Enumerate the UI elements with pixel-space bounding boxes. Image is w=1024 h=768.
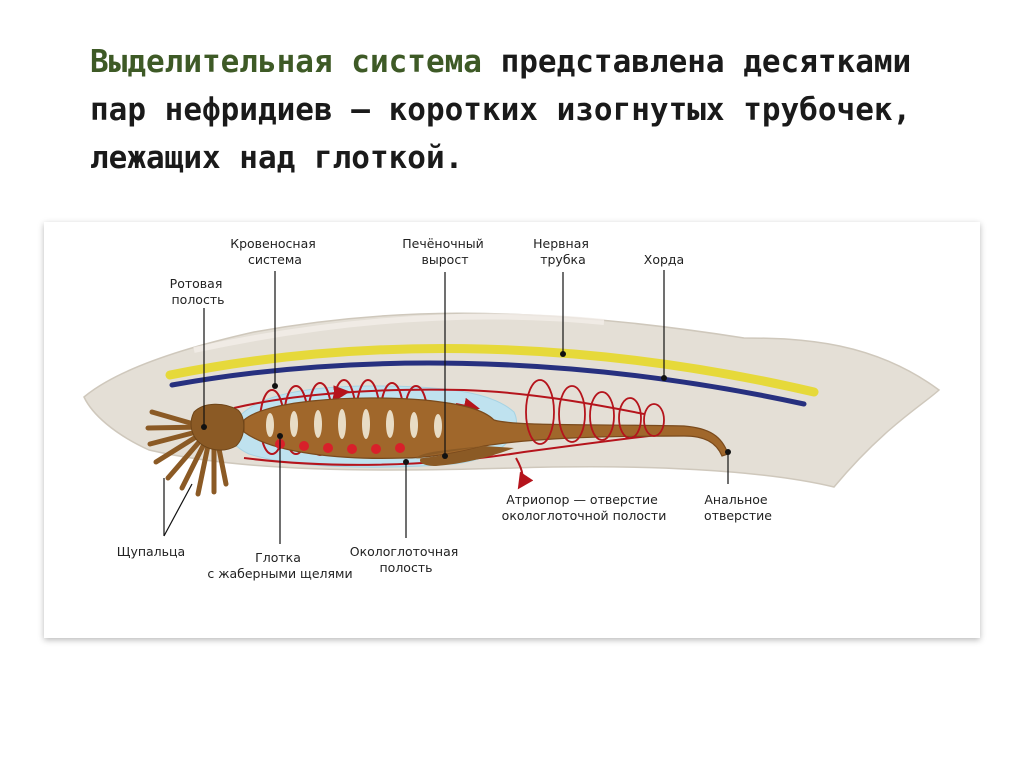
leader-dots [201,351,731,465]
leader-lines [163,270,729,544]
gill-vessel-nodes [275,439,405,454]
diagram-card: Кровеносная система Ротовая полость Печё… [44,222,980,638]
label-peripharyngeal-cavity: Окологлоточная полость [350,544,463,575]
dorsal-fin-fold [193,313,605,353]
label-atriopore: Атриопор — отверстие окологлоточной поло… [502,492,667,523]
slide-title: Выделительная система представлена десят… [90,38,970,182]
gill-slits [266,409,442,439]
label-oral-cavity: Ротовая полость [170,276,227,307]
title-highlight: Выделительная система [90,44,482,80]
label-pharynx: Глотка с жаберными щелями [207,550,352,581]
label-nerve-tube: Нервная трубка [533,236,593,267]
posterior-vessels [525,379,665,445]
label-notochord: Хорда [644,252,684,267]
label-anus: Анальное отверстие [704,492,772,523]
notochord-shape [165,344,819,397]
blood-flow-arrow [325,385,350,402]
liver-outgrowth-shape [416,446,514,466]
label-circulatory-system: Кровеносная система [230,236,320,267]
lancelet-diagram: Кровеносная система Ротовая полость Печё… [83,236,941,581]
title-rest: представлена десятками пар нефридиев — к… [90,44,912,176]
label-tentacles: Щупальца [117,544,185,559]
atriopore-arrow [515,457,534,490]
nerve-tube-shape [169,360,807,407]
label-liver-outgrowth: Печёночный вырост [402,236,488,267]
